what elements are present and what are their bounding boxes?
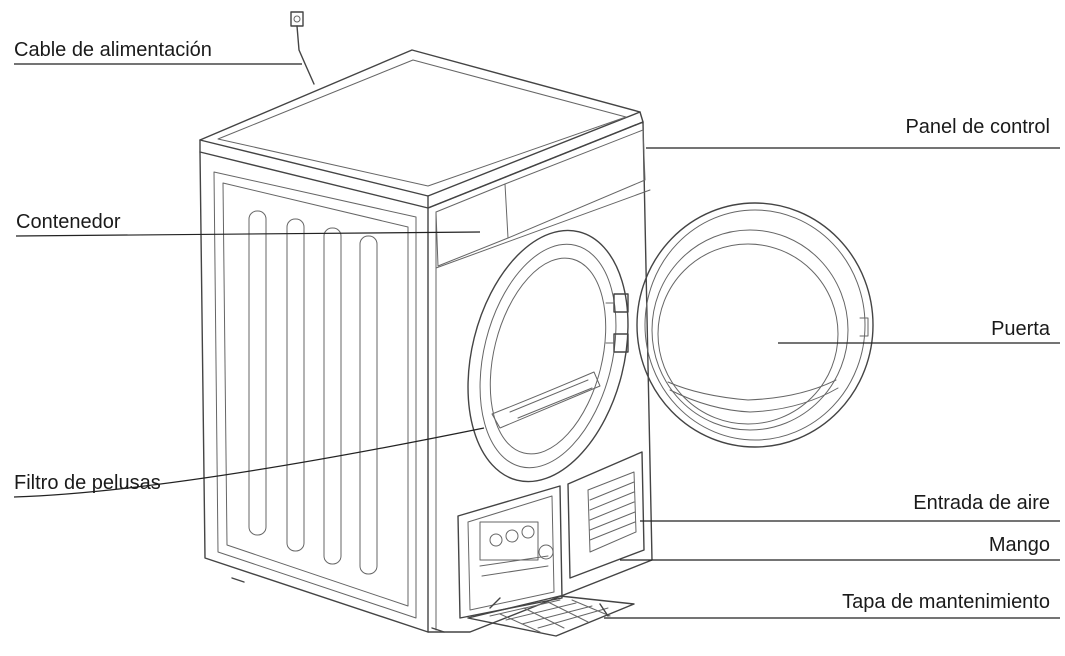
label-power-cable: Cable de alimentación	[14, 39, 212, 61]
drum-opening	[467, 229, 629, 483]
label-handle: Mango	[989, 534, 1050, 556]
label-door: Puerta	[991, 318, 1051, 340]
lint-filter	[491, 371, 601, 429]
leader-container	[15, 231, 481, 237]
label-lint-filter: Filtro de pelusas	[14, 472, 161, 494]
door-hinge	[605, 293, 629, 353]
maintenance-compartment	[457, 485, 563, 619]
label-control-panel: Panel de control	[905, 116, 1050, 138]
dryer-body	[199, 49, 653, 633]
leader-lines	[13, 63, 1060, 619]
door	[636, 202, 874, 448]
label-air-inlet: Entrada de aire	[913, 492, 1050, 514]
power-cable	[296, 25, 315, 85]
label-container: Contenedor	[16, 211, 121, 233]
air-inlet-grille	[567, 451, 645, 579]
power-plug-icon	[290, 11, 304, 27]
maintenance-cover	[467, 595, 635, 637]
label-maintenance-cover: Tapa de mantenimiento	[842, 591, 1050, 613]
leader-lint-filter	[13, 427, 485, 498]
